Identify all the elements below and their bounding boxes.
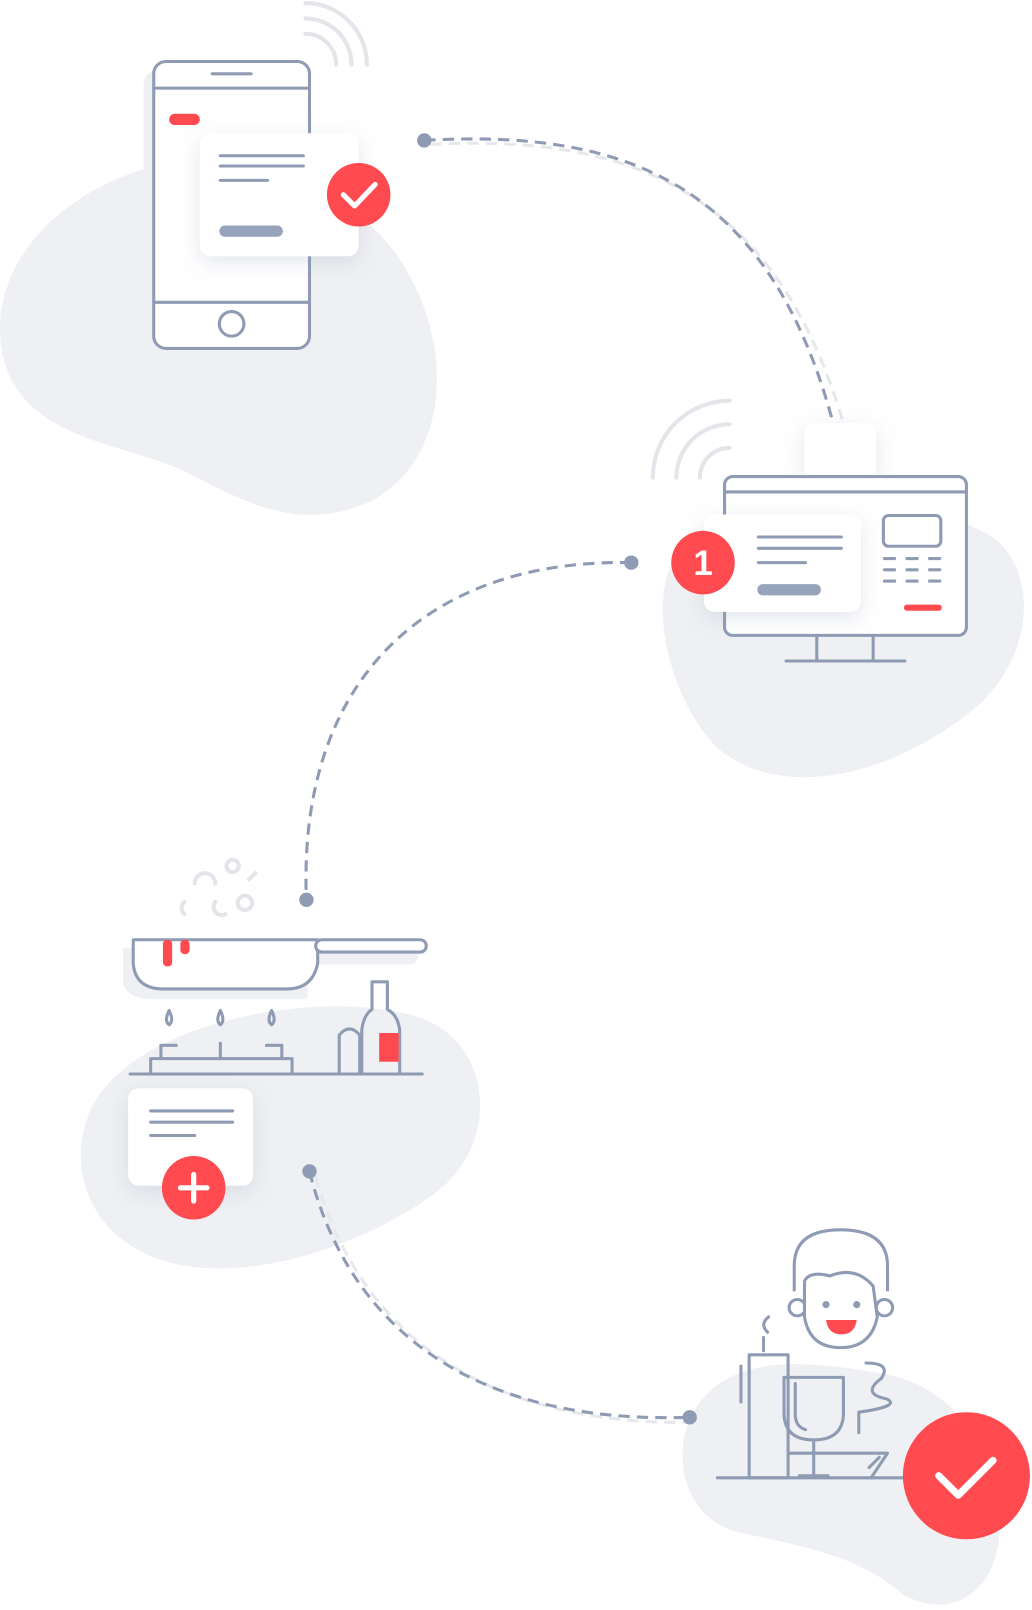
add-badge-icon [161, 1156, 226, 1220]
background-blob-4 [682, 1364, 1000, 1605]
check-badge-icon [326, 162, 391, 227]
connector-1 [417, 133, 847, 456]
order-card [199, 133, 359, 257]
incoming-order-card [704, 514, 861, 612]
connector-2 [299, 555, 639, 907]
notification-count: 1 [693, 544, 712, 583]
connector-3 [302, 1164, 697, 1425]
cooking-pan-icon [122, 857, 428, 1076]
kitchen-ticket-card [128, 1088, 254, 1186]
notification-badge: 1 [671, 530, 735, 595]
complete-check-icon [902, 1412, 1030, 1540]
happy-customer-icon [715, 1228, 914, 1480]
